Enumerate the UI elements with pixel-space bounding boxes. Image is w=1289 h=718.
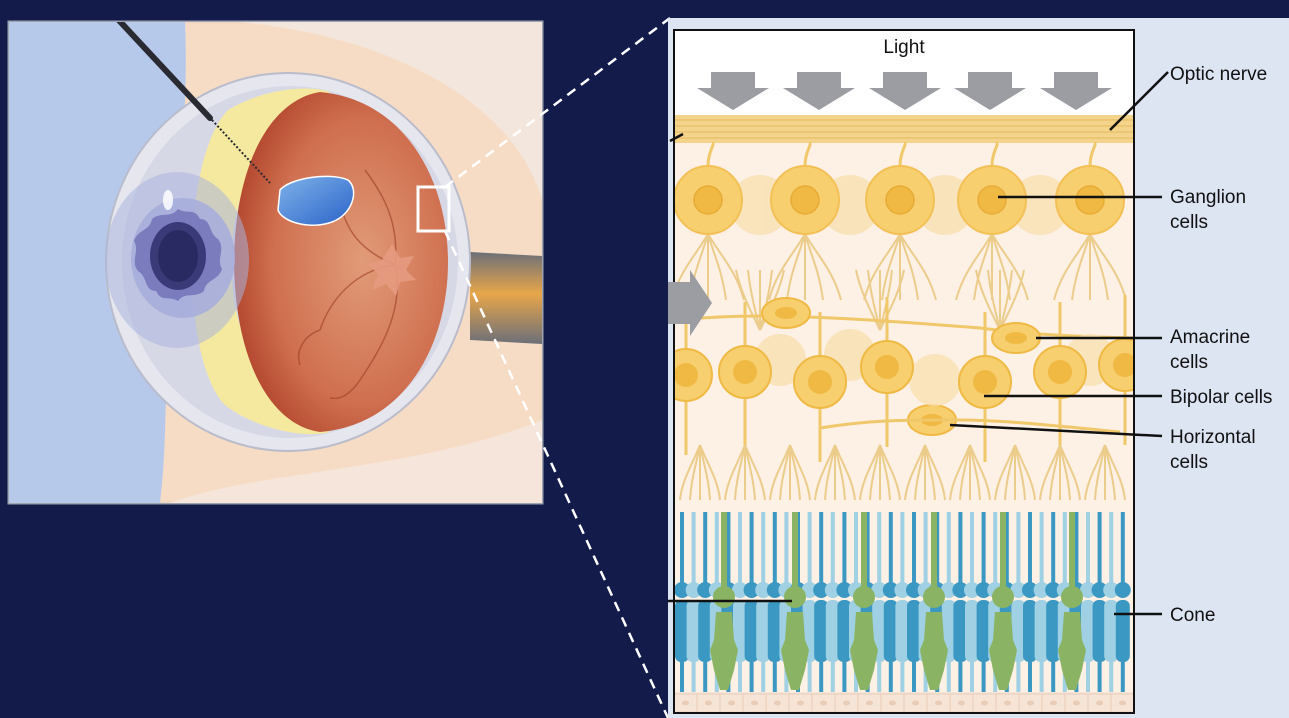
cone-cell	[853, 586, 875, 608]
bipolar-label: Bipolar cells	[1170, 387, 1272, 408]
ganglion-label-line1: Ganglion	[1170, 187, 1246, 208]
amacrine-label-line1: Amacrine	[1170, 327, 1250, 348]
eye-cross-section	[9, 0, 542, 503]
optic-nerve-label: Optic nerve	[1170, 64, 1267, 85]
horizontal-label-line2: cells	[1170, 452, 1208, 473]
cone-cell	[713, 586, 735, 608]
cone-cell	[923, 586, 945, 608]
cone-cell	[784, 586, 806, 608]
cone-cell	[992, 586, 1014, 608]
cone-label: Cone	[1170, 605, 1215, 626]
retina-layers: Light Optic nerve Ganglion cells Amacrin…	[660, 18, 1289, 718]
light-label: Light	[883, 37, 925, 58]
cone-cell	[1061, 586, 1083, 608]
ganglion-label-line2: cells	[1170, 212, 1208, 233]
rod-cell	[1115, 582, 1131, 598]
amacrine-label-line2: cells	[1170, 352, 1208, 373]
horizontal-label-line1: Horizontal	[1170, 427, 1256, 448]
